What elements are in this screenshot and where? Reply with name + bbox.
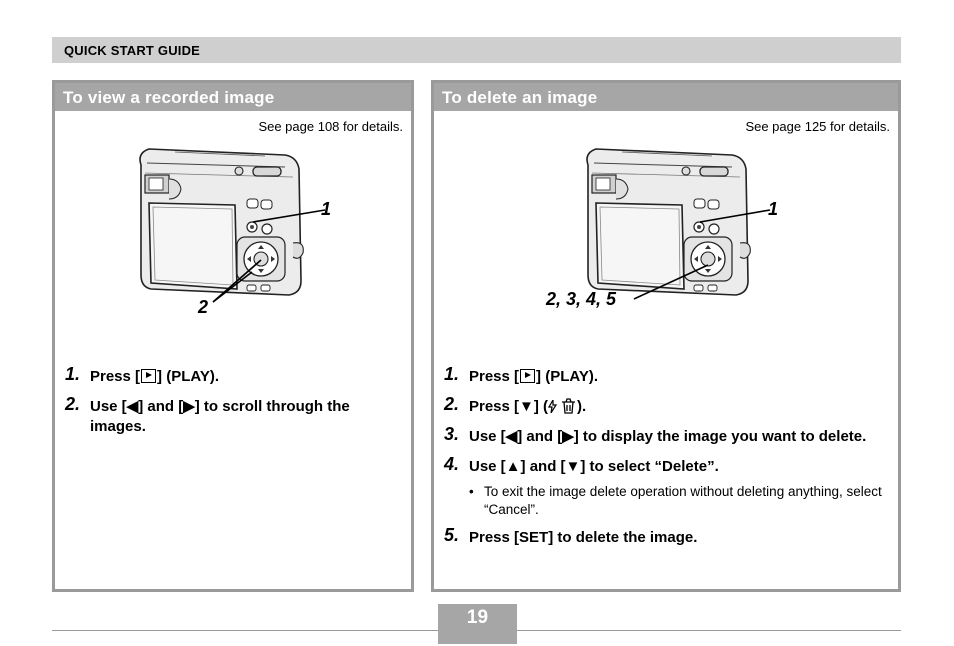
step-number: 4. [444,454,460,474]
step-number: 1. [444,364,460,384]
right-see-page-note: See page 125 for details. [745,119,890,134]
right-steps: 1. Press [ ] (PLAY). 2. Press [▼] (). 3. … [444,364,888,558]
step-text-post: ). [577,398,587,415]
bullet-note: • To exit the image delete operation wit… [469,483,888,519]
step-text: Press [▼] (). [469,397,586,417]
left-steps: 1. Press [ ] (PLAY). 2. Use [◀] and [▶] t… [65,364,401,447]
right-step: 2. Press [▼] (). [444,394,888,417]
step-text: Use [▲] and [▼] to select “Delete”. [469,458,719,475]
step-text-pre: Press [▼] ( [469,398,549,415]
right-step: 4. Use [▲] and [▼] to select “Delete”. [444,454,888,477]
right-callout-1: 1 [768,199,779,219]
step-number: 2. [444,394,460,414]
left-panel-view-image: To view a recorded image See page 108 fo… [52,80,414,592]
left-callout-2: 2 [198,297,209,317]
bullet-text: To exit the image delete operation witho… [484,484,882,517]
play-icon [520,369,536,383]
step-text-pre: Press [ [90,368,141,385]
camera-illustration [139,148,326,303]
left-see-page-note: See page 108 for details. [258,119,403,134]
step-text-pre: Press [ [469,368,520,385]
step-text-post: ] (PLAY). [536,368,598,385]
flash-icon [548,397,558,414]
right-step: 5. Press [SET] to delete the image. [444,525,888,548]
step-text: Use [◀] and [▶] to scroll through the im… [90,398,350,435]
bullet-dot: • [469,484,474,499]
camera-illustration [586,148,771,300]
step-text: Press [ ] (PLAY). [90,367,219,387]
left-step: 2. Use [◀] and [▶] to scroll through the… [65,394,401,437]
step-number: 5. [444,525,460,545]
left-panel-title: To view a recorded image [55,83,411,111]
trash-icon [562,398,576,414]
step-text: Press [SET] to delete the image. [469,529,698,546]
right-panel-delete-image: To delete an image See page 125 for deta… [431,80,901,592]
step-number: 3. [444,424,460,444]
step-text: Press [ ] (PLAY). [469,367,598,387]
right-step: 1. Press [ ] (PLAY). [444,364,888,387]
section-header: QUICK START GUIDE [52,37,901,63]
step-text: Use [◀] and [▶] to display the image you… [469,428,867,445]
play-icon [141,369,157,383]
page-number: 19 [438,604,517,644]
right-panel-title: To delete an image [434,83,898,111]
step-number: 2. [65,394,81,414]
step-number: 1. [65,364,81,384]
left-step: 1. Press [ ] (PLAY). [65,364,401,387]
left-callout-1: 1 [321,199,332,219]
right-callout-2345: 2, 3, 4, 5 [546,289,617,309]
right-step: 3. Use [◀] and [▶] to display the image … [444,424,888,447]
step-text-post: ] (PLAY). [157,368,219,385]
